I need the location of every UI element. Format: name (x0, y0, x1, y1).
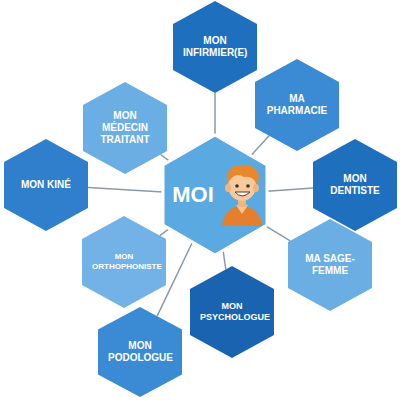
contact-hexagon: MA PHARMACIE (255, 59, 339, 151)
connector-line (251, 136, 269, 156)
center-label: MOI (172, 182, 214, 208)
connector-stroke (88, 187, 163, 191)
node-label: MON DENTISTE (323, 173, 387, 197)
connector-line (215, 93, 216, 135)
node-label: MA SAGE-FEMME (298, 253, 362, 277)
center-hexagon: MOI (163, 135, 267, 255)
connector-stroke (251, 136, 269, 156)
connector-stroke (161, 155, 170, 162)
connector-stroke (267, 188, 313, 191)
connector-stroke (160, 229, 169, 236)
connector-line (266, 226, 291, 241)
connector-stroke (266, 226, 291, 241)
node-label: MON ORTHOPHONISTE (92, 252, 156, 271)
connector-stroke (223, 250, 226, 269)
connector-line (161, 155, 170, 162)
connector-stroke (214, 93, 216, 135)
node-label: MON KINÉ (21, 179, 71, 191)
contact-hexagon: MON MÉDECIN TRAITANT (83, 82, 167, 174)
contact-hexagon: MON KINÉ (4, 139, 88, 231)
node-label: MON INFIRMIER(E) (183, 35, 247, 59)
connector-line (223, 250, 226, 269)
connector-line (267, 188, 313, 191)
contact-hexagon: MON PODOLOGUE (98, 307, 182, 397)
contact-hexagon: MON DENTISTE (313, 139, 397, 231)
node-label: MON PODOLOGUE (108, 340, 172, 364)
contact-hexagon: MON PSYCHOLOGUE (190, 266, 274, 358)
node-label: MA PHARMACIE (265, 93, 329, 117)
contact-hexagon: MON INFIRMIER(E) (173, 1, 257, 93)
connector-line (88, 187, 163, 191)
contact-hexagon: MON ORTHOPHONISTE (82, 216, 166, 308)
node-label: MON MÉDECIN TRAITANT (93, 110, 157, 146)
contact-hexagon: MA SAGE-FEMME (288, 219, 372, 311)
node-label: MON PSYCHOLOGUE (200, 301, 264, 323)
connector-line (160, 229, 169, 236)
